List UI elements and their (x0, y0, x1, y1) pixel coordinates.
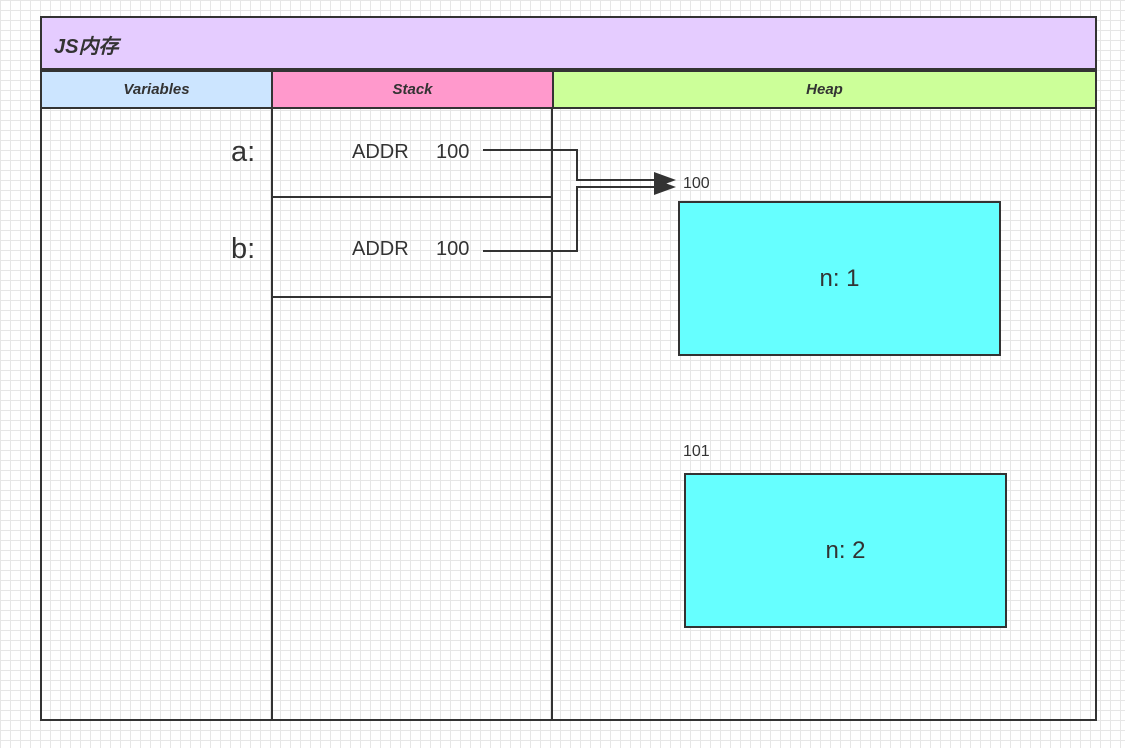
heap-address-100: 100 (683, 175, 710, 192)
stack-row-separator-1 (272, 196, 552, 198)
arrow-b-to-heap-100 (483, 186, 664, 252)
variable-b-label: b: (231, 233, 256, 265)
column-header-stack-label: Stack (392, 81, 433, 98)
heap-object-100: n: 1 (678, 201, 1001, 356)
diagram-title: JS内存 (54, 36, 119, 58)
stack-a-type: ADDR (352, 141, 409, 163)
title-bar (40, 16, 1097, 70)
column-header-stack: Stack (271, 70, 554, 109)
arrowhead-b (654, 179, 676, 195)
heap-object-101-content: n: 2 (825, 536, 866, 564)
arrow-a-to-heap-100 (483, 149, 664, 181)
variable-a-label: a: (231, 136, 256, 168)
heap-address-101: 101 (683, 443, 710, 460)
stack-a-value: 100 (436, 141, 470, 163)
heap-object-101: n: 2 (684, 473, 1007, 628)
column-header-variables: Variables (40, 70, 273, 109)
divider-variables-stack (271, 108, 273, 720)
stack-b-type: ADDR (352, 238, 409, 260)
column-header-heap-label: Heap (806, 81, 843, 98)
stack-row-separator-2 (272, 296, 552, 298)
column-header-variables-label: Variables (123, 81, 190, 98)
stack-b-value: 100 (436, 238, 470, 260)
column-header-heap: Heap (552, 70, 1097, 109)
heap-object-100-content: n: 1 (819, 264, 860, 292)
divider-stack-heap (551, 108, 553, 720)
